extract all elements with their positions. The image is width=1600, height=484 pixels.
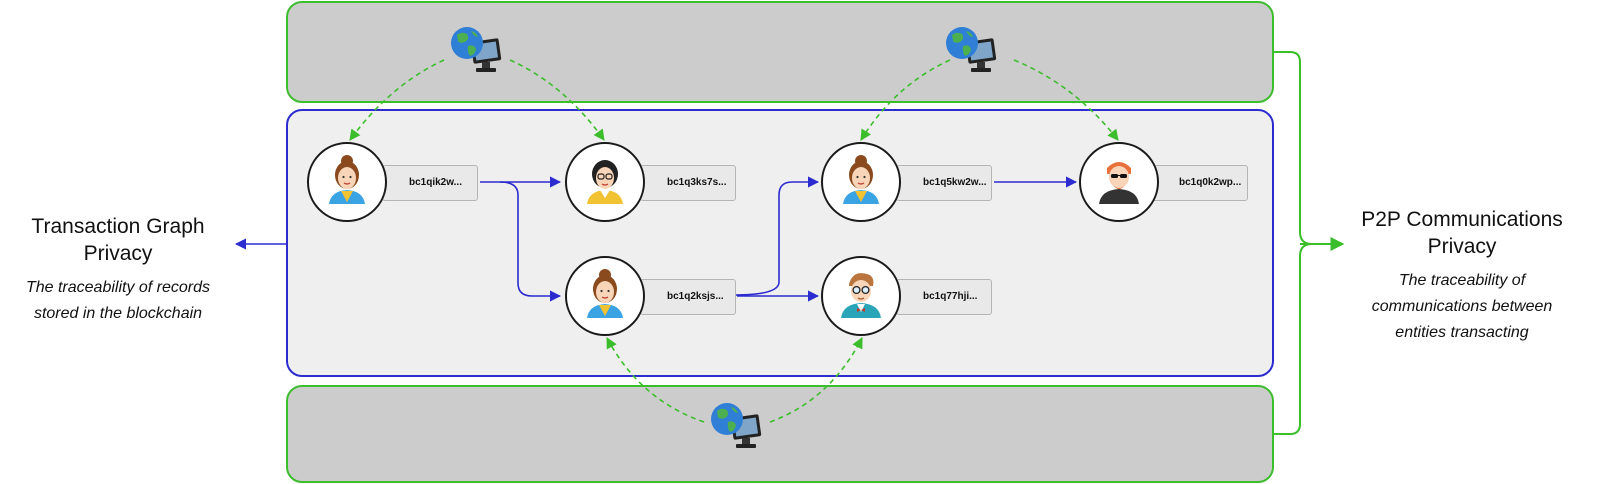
- node-circle-1: [307, 142, 387, 222]
- globe-computer-icon: [451, 27, 502, 72]
- address-label-4: bc1q0k2wp...: [1152, 165, 1248, 201]
- right-desc-line1: The traceability of: [1398, 272, 1526, 289]
- left-title-line1: Transaction Graph: [31, 215, 205, 238]
- p2p-link-bottom-node5: [606, 337, 705, 423]
- tx-edge-5-3: [734, 176, 820, 296]
- address-label-2: bc1q3ks7s...: [640, 165, 736, 201]
- address-label-6: bc1q77hji...: [896, 279, 992, 315]
- p2p-link-top2-node4: [1013, 59, 1119, 141]
- p2p-network-layer-top: [286, 1, 1274, 103]
- address-label-3: bc1q5kw2w...: [896, 165, 992, 201]
- man-glasses-avatar-icon: [841, 273, 881, 318]
- globe-computer-icon: [711, 403, 762, 448]
- right-title-line1: P2P Communications: [1361, 208, 1563, 231]
- right-desc-line2: communications between: [1371, 298, 1553, 315]
- address-label-1: bc1qik2w...: [382, 165, 478, 201]
- left-desc-line2: stored in the blockchain: [33, 305, 203, 322]
- node-circle-3: [821, 142, 901, 222]
- p2p-link-top1-node2: [509, 59, 605, 141]
- node-circle-5: [565, 256, 645, 336]
- p2p-link-bottom-node6: [769, 337, 863, 423]
- p2p-network-layer-bottom: [286, 385, 1274, 483]
- node-circle-6: [821, 256, 901, 336]
- left-title-line2: Privacy: [83, 242, 153, 265]
- woman-avatar-icon: [587, 269, 623, 318]
- tx-edge-1-5: [499, 181, 562, 302]
- bearded-man-sunglasses-avatar-icon: [1099, 162, 1139, 204]
- node-circle-4: [1079, 142, 1159, 222]
- p2p-link-top2-node3: [860, 59, 951, 141]
- transaction-graph-privacy-label: Transaction Graph Privacy The traceabili…: [0, 213, 236, 327]
- node-circle-2: [565, 142, 645, 222]
- globe-computer-icon: [946, 27, 997, 72]
- left-desc-line1: The traceability of records: [25, 279, 211, 296]
- woman-avatar-icon: [843, 155, 879, 204]
- p2p-communications-privacy-label: P2P Communications Privacy The traceabil…: [1326, 206, 1598, 346]
- woman-avatar-icon: [329, 155, 365, 204]
- right-title-line2: Privacy: [1427, 235, 1497, 258]
- woman-glasses-avatar-icon: [587, 160, 623, 204]
- right-desc-line3: entities transacting: [1395, 324, 1529, 341]
- p2p-link-top1-node1: [349, 59, 445, 141]
- address-label-5: bc1q2ksjs...: [640, 279, 736, 315]
